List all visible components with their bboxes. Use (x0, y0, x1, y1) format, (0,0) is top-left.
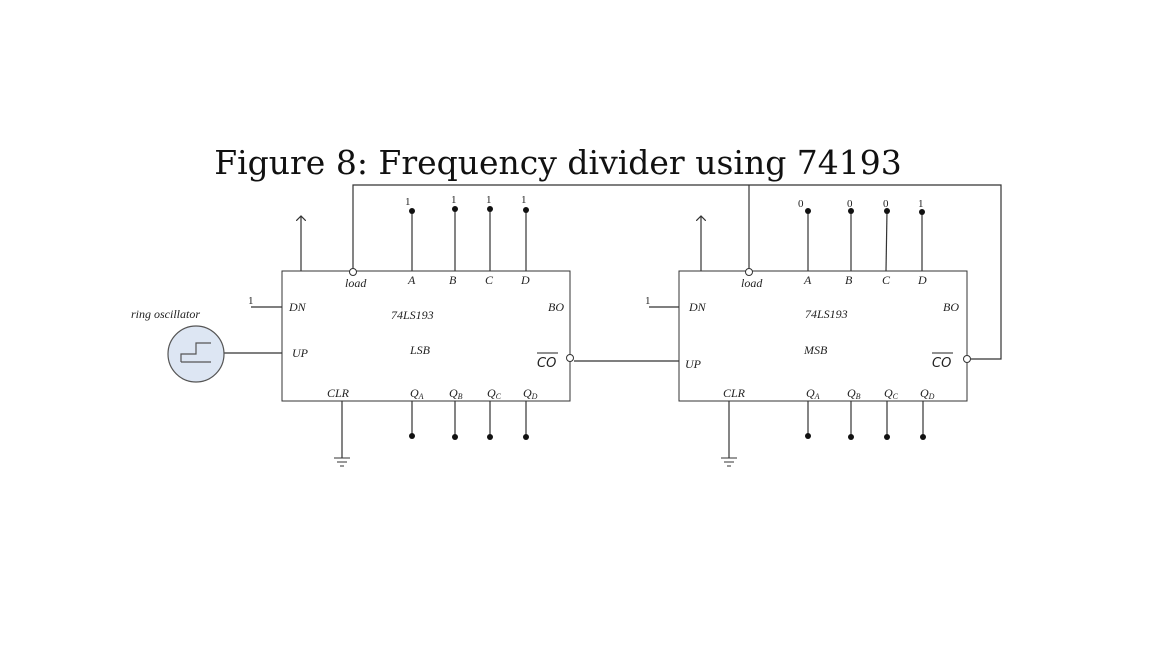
lsb-pin-qa: QA (410, 386, 424, 401)
lsb-input-c-value: 1 (486, 194, 492, 206)
msb-load-bubble (745, 268, 753, 276)
msb-input-d-node (919, 209, 925, 215)
lsb-chip-body (281, 270, 571, 402)
lsb-input-c-node (487, 206, 493, 212)
msb-qb-node (848, 434, 854, 440)
lsb-qd-node (523, 434, 529, 440)
lsb-pin-clr: CLR (327, 386, 350, 400)
msb-pin-a: A (803, 273, 812, 287)
lsb-pin-b: B (449, 273, 457, 287)
lsb-pin-co: CO (537, 356, 556, 371)
msb-chip-body (678, 270, 968, 402)
figure-caption: Figure 8: Frequency divider using 74193 (214, 143, 902, 182)
msb-input-a-value: 0 (798, 198, 804, 210)
msb-ground-icon (721, 457, 737, 467)
msb-pin-up: UP (685, 357, 702, 371)
lsb-pin-dn: DN (288, 300, 307, 314)
msb-pin-qc: QC (884, 386, 899, 401)
msb-role: MSB (803, 343, 828, 357)
square-wave-icon (180, 342, 211, 363)
lsb-pin-qd: QD (523, 386, 538, 401)
msb-input-c-node (884, 208, 890, 214)
msb-input-a-node (805, 208, 811, 214)
oscillator-label: ring oscillator (131, 307, 200, 321)
lsb-pin-up: UP (292, 346, 309, 360)
msb-pin-dn: DN (688, 300, 707, 314)
lsb-input-d-value: 1 (521, 194, 527, 206)
msb-dn-value: 1 (645, 295, 651, 307)
lsb-pin-a: A (407, 273, 416, 287)
msb-qc-node (884, 434, 890, 440)
lsb-pin-d: D (520, 273, 530, 287)
msb-pin-bo: BO (943, 300, 959, 314)
lsb-pin-load: load (345, 276, 367, 290)
lsb-input-b-node (452, 206, 458, 212)
feedback-wire (352, 184, 1002, 360)
msb-pin-co: CO (932, 356, 951, 371)
lsb-pin-c: C (485, 273, 494, 287)
lsb-role: LSB (409, 343, 431, 357)
msb-input-c-value: 0 (883, 198, 889, 210)
lsb-input-a-value: 1 (405, 196, 411, 208)
msb-pin-clr: CLR (723, 386, 746, 400)
lsb-input-a-node (409, 208, 415, 214)
msb-co-bubble (963, 355, 971, 363)
lsb-input-d-node (523, 207, 529, 213)
msb-pin-qd: QD (920, 386, 935, 401)
lsb-input-b-value: 1 (451, 194, 457, 206)
lsb-part-number: 74LS193 (391, 308, 434, 322)
lsb-dn-value: 1 (248, 295, 254, 307)
lsb-qb-node (452, 434, 458, 440)
lsb-co-bubble (566, 354, 574, 362)
lsb-qc-node (487, 434, 493, 440)
msb-qa-node (805, 433, 811, 439)
msb-input-b-node (848, 208, 854, 214)
msb-pin-c: C (882, 273, 891, 287)
msb-pin-qa: QA (806, 386, 820, 401)
msb-pin-qb: QB (847, 386, 861, 401)
ring-oscillator: ring oscillator (131, 307, 225, 383)
msb-input-b-value: 0 (847, 198, 853, 210)
lsb-pin-qc: QC (487, 386, 502, 401)
msb-part-number: 74LS193 (805, 307, 848, 321)
lsb-load-bubble (349, 268, 357, 276)
lsb-pin-bo: BO (548, 300, 564, 314)
msb-qd-node (920, 434, 926, 440)
msb-counter-chip: load 0 A 0 B 0 C 1 D 1 DN 74LS193 MSB UP… (645, 198, 971, 467)
lsb-qa-node (409, 433, 415, 439)
msb-pin-b: B (845, 273, 853, 287)
msb-pin-load: load (741, 276, 763, 290)
lsb-counter-chip: load 1 A 1 B 1 C 1 D 1 DN 74LS193 LSB UP… (224, 194, 574, 467)
msb-input-d-value: 1 (918, 198, 924, 210)
lsb-pin-qb: QB (449, 386, 463, 401)
lsb-ground-icon (334, 457, 350, 467)
msb-pin-d: D (917, 273, 927, 287)
